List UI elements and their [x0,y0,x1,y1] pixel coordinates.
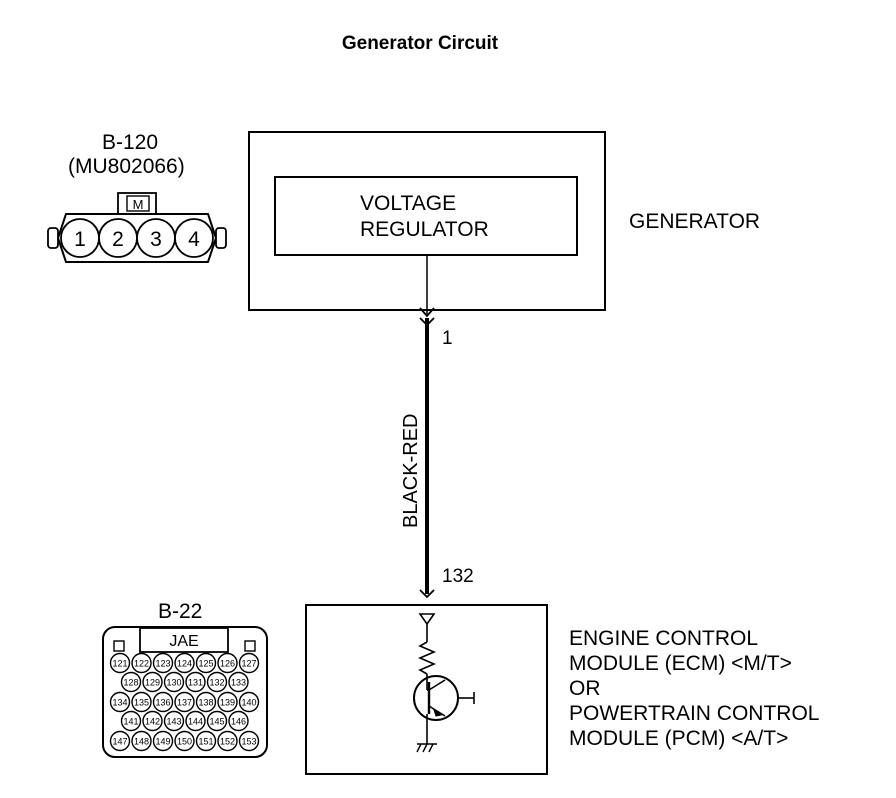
b22-pin [206,671,228,693]
b22-pin-label: 149 [155,737,170,747]
b22-pin [174,652,195,674]
module-label-line2: MODULE (ECM) <M/T> [569,652,792,675]
b22-pin [217,691,238,713]
b22-pin-label: 152 [220,737,235,747]
b22-pin [228,671,249,693]
b22-pin-label: 146 [231,717,246,727]
ground-icon [416,743,437,753]
b22-pin [131,730,152,752]
b22-pin-label: 130 [166,678,181,688]
b22-pin-label: 139 [220,698,235,708]
module-label-line4: POWERTRAIN CONTROL [569,702,820,725]
b22-pin-label: 147 [112,737,127,747]
connector-b22-key-label: JAE [169,633,198,650]
b22-pin [142,671,163,693]
terminal-132-label: 132 [442,566,474,587]
b120-pin-label: 4 [188,228,200,251]
terminal-132-chevron [419,589,435,599]
b22-pin-label: 132 [209,678,224,688]
b22-pin [238,652,260,674]
b22-pin-label: 143 [166,717,181,727]
generator-label: GENERATOR [629,210,761,233]
b22-pin [195,652,217,674]
connector-b120-id: B-120 [102,131,159,154]
b22-pin [238,691,260,713]
b120-pin-label: 1 [74,228,86,251]
b22-pin-label: 124 [177,659,192,669]
b22-pin [185,671,206,693]
b22-pin [109,652,131,674]
b22-pin [185,710,206,732]
terminal-1-label: 1 [442,328,453,349]
b22-pin-label: 126 [220,659,235,669]
b22-pin [163,671,185,693]
b22-pin-label: 148 [134,737,149,747]
b22-pin-label: 137 [177,698,192,708]
voltage-regulator-label-line2: REGULATOR [360,218,489,241]
b22-pin-label: 150 [177,737,192,747]
voltage-regulator-label-line1: VOLTAGE [360,192,457,215]
b22-pin [120,710,142,732]
b22-pin [131,652,152,674]
b22-pin-label: 138 [198,698,213,708]
b22-pin [238,730,260,752]
b22-pin [152,652,174,674]
b22-pin [109,691,131,713]
b22-pin-label: 145 [209,717,224,727]
module-label-line5: MODULE (PCM) <A/T> [569,727,789,750]
b22-pin-label: 142 [145,717,160,727]
b22-pin [142,710,163,732]
b120-pin-label: 3 [150,228,162,251]
b22-pin-label: 135 [134,698,149,708]
b22-pin [131,691,152,713]
b22-pin [174,730,195,752]
b22-pin [195,730,217,752]
pull-up-resistor-icon [417,641,437,675]
b22-pin-label: 134 [112,698,127,708]
b22-pin-label: 144 [188,717,203,727]
b22-pin-label: 136 [155,698,170,708]
connector-b22-id: B-22 [158,600,203,623]
b22-pin-label: 151 [198,737,213,747]
b22-pin-label: 140 [241,698,256,708]
connector-b120-part-number: (MU802066) [68,155,185,178]
b22-pin [217,730,238,752]
b22-pin-label: 133 [231,678,246,688]
b22-pin-label: 123 [155,659,170,669]
b22-pin-label: 129 [145,678,160,688]
voltage-regulator-box [274,176,578,256]
b22-pin [174,691,195,713]
b22-pin [109,730,131,752]
b22-pin [152,730,174,752]
connector-b22-icon: JAE 121 122 123 124 125 126 127 128 129 130 131 132… [102,626,268,758]
b22-pin-label: 141 [123,717,138,727]
b22-pin-label: 153 [241,737,256,747]
b22-pin [163,710,185,732]
b22-pin-label: 128 [123,678,138,688]
b22-pin [228,710,249,732]
connector-b120-icon: M 1 2 3 4 [47,192,227,263]
b22-pin-label: 121 [112,659,127,669]
module-label-line3: OR [569,677,601,700]
input-terminal-triangle [418,613,436,626]
b22-pin [195,691,217,713]
b120-pin-label: 2 [112,228,124,251]
b22-pin [152,691,174,713]
module-label-line1: ENGINE CONTROL [569,627,759,650]
b22-pin [217,652,238,674]
b22-pin-label: 122 [134,659,149,669]
b22-pin-label: 127 [241,659,256,669]
terminal-1-chevron [419,307,435,318]
b22-pin [120,671,142,693]
b22-pin [206,710,228,732]
page-title: Generator Circuit [341,33,499,54]
b22-pin-label: 131 [188,678,203,688]
b22-pin-label: 125 [198,659,213,669]
wire-color-label: BLACK-RED [400,414,422,528]
connector-b120-key-label: M [133,197,144,212]
